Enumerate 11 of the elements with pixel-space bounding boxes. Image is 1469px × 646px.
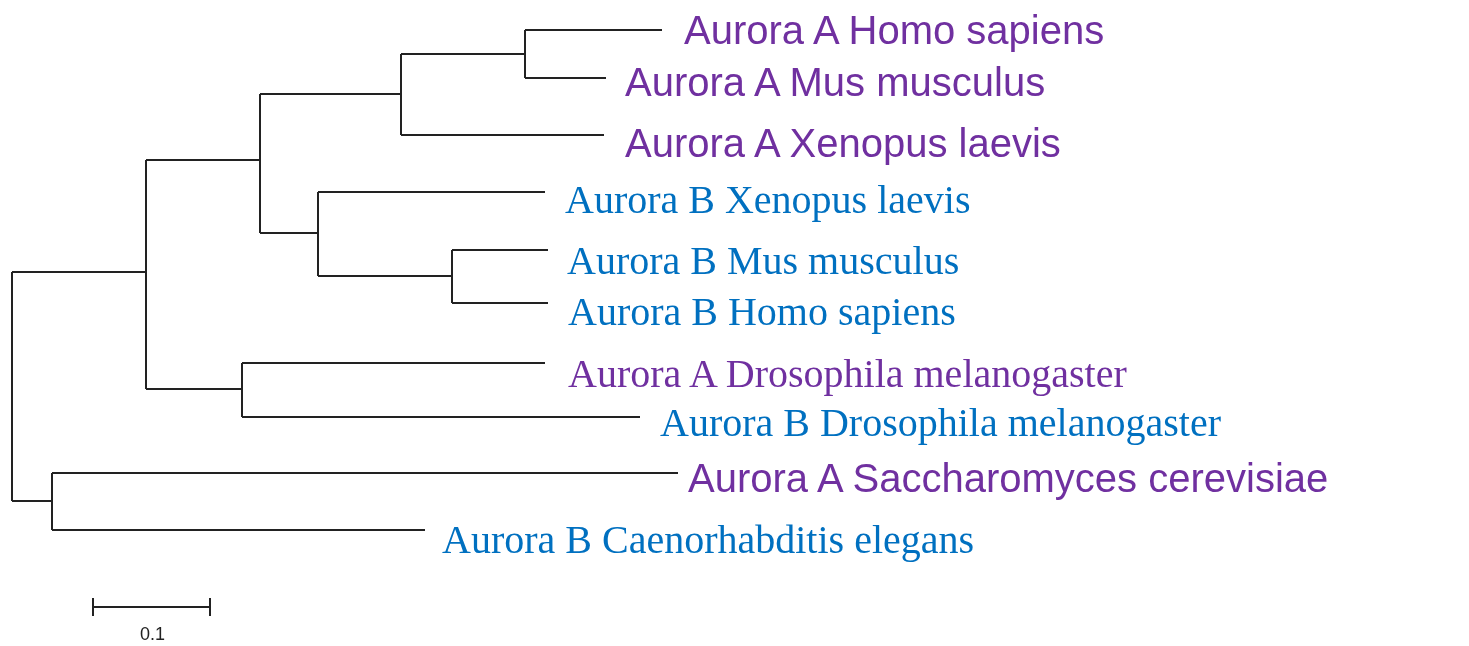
species-label: Aurora B Caenorhabditis elegans	[442, 520, 975, 560]
species-label: Aurora A Mus musculus	[625, 62, 1046, 102]
species-label: Aurora A Homo sapiens	[684, 10, 1105, 50]
species-label: Aurora A Xenopus laevis	[625, 123, 1061, 163]
species-label: Aurora B Mus musculus	[567, 241, 960, 281]
species-label: Aurora A Drosophila melanogaster	[568, 354, 1127, 394]
species-label: Aurora A Saccharomyces cerevisiae	[688, 458, 1329, 498]
species-label: Aurora B Drosophila melanogaster	[660, 403, 1221, 443]
species-label: Aurora B Xenopus laevis	[565, 180, 971, 220]
species-label: Aurora B Homo sapiens	[568, 292, 956, 332]
scale-label: 0.1	[140, 625, 166, 643]
